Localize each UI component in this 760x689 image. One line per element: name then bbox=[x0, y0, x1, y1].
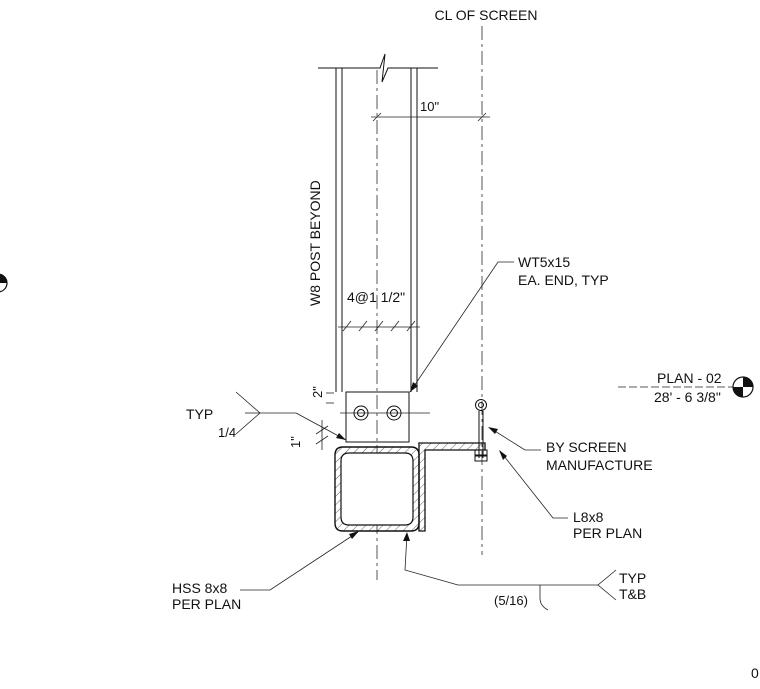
weld-left-typ: TYP bbox=[186, 406, 213, 422]
l8x8-angle bbox=[418, 442, 486, 532]
dim-2-marks bbox=[326, 392, 334, 404]
dim-2-label: 2" bbox=[310, 386, 325, 398]
by-screen-leader bbox=[489, 427, 541, 451]
hss-callout-line2: PER PLAN bbox=[172, 596, 241, 612]
by-screen-arrow bbox=[488, 427, 498, 434]
l8-callout-line1: L8x8 bbox=[573, 509, 604, 525]
break-line bbox=[318, 53, 438, 83]
by-screen-line2: MANUFACTURE bbox=[546, 457, 653, 473]
hss-tube bbox=[334, 446, 420, 532]
weld-right-typ: TYP bbox=[619, 570, 646, 586]
hss-arrow bbox=[349, 531, 359, 539]
l8-leader bbox=[499, 450, 568, 519]
plan-title: PLAN - 02 bbox=[657, 370, 722, 386]
plan-elevation: 28' - 6 3/8" bbox=[654, 389, 721, 405]
bolt-spacing-dimension bbox=[338, 320, 420, 332]
w8-post bbox=[318, 53, 438, 392]
w8-post-beyond-label: W8 POST BEYOND bbox=[307, 180, 323, 306]
elevation-target-icon bbox=[732, 376, 754, 398]
weld-right-size: (5/16) bbox=[494, 593, 528, 608]
l8-arrow bbox=[499, 450, 507, 460]
wt-callout-line2: EA. END, TYP bbox=[518, 272, 609, 288]
cl-of-screen-label: CL OF SCREEN bbox=[435, 7, 538, 23]
dim-1-label: 1" bbox=[288, 436, 303, 448]
eye-bolt bbox=[474, 399, 488, 462]
wt-callout-line1: WT5x15 bbox=[518, 254, 570, 270]
wt-leader bbox=[409, 261, 514, 393]
dimension-10in bbox=[371, 112, 490, 122]
dim-1-marks bbox=[315, 420, 329, 450]
weld-right-tb: T&B bbox=[619, 586, 646, 602]
hss-leader bbox=[240, 531, 359, 591]
weld-left-size: 1/4 bbox=[218, 425, 236, 440]
weld-symbol-left bbox=[235, 391, 347, 441]
dim-10-label: 10" bbox=[420, 99, 439, 114]
by-screen-line1: BY SCREEN bbox=[546, 439, 627, 455]
fillet-weld-mark bbox=[539, 585, 549, 611]
bolt-right bbox=[386, 405, 402, 421]
bolt-spacing-label: 4@1 1/2" bbox=[347, 289, 405, 305]
wt-leader-arrow bbox=[410, 382, 418, 392]
bolt-left bbox=[353, 405, 369, 421]
weld-symbol-right bbox=[403, 532, 617, 611]
elevation-target-icon-edge bbox=[0, 273, 8, 293]
page-number: 0 bbox=[751, 665, 759, 681]
l8-callout-line2: PER PLAN bbox=[573, 525, 642, 541]
hss-callout-line1: HSS 8x8 bbox=[172, 580, 227, 596]
